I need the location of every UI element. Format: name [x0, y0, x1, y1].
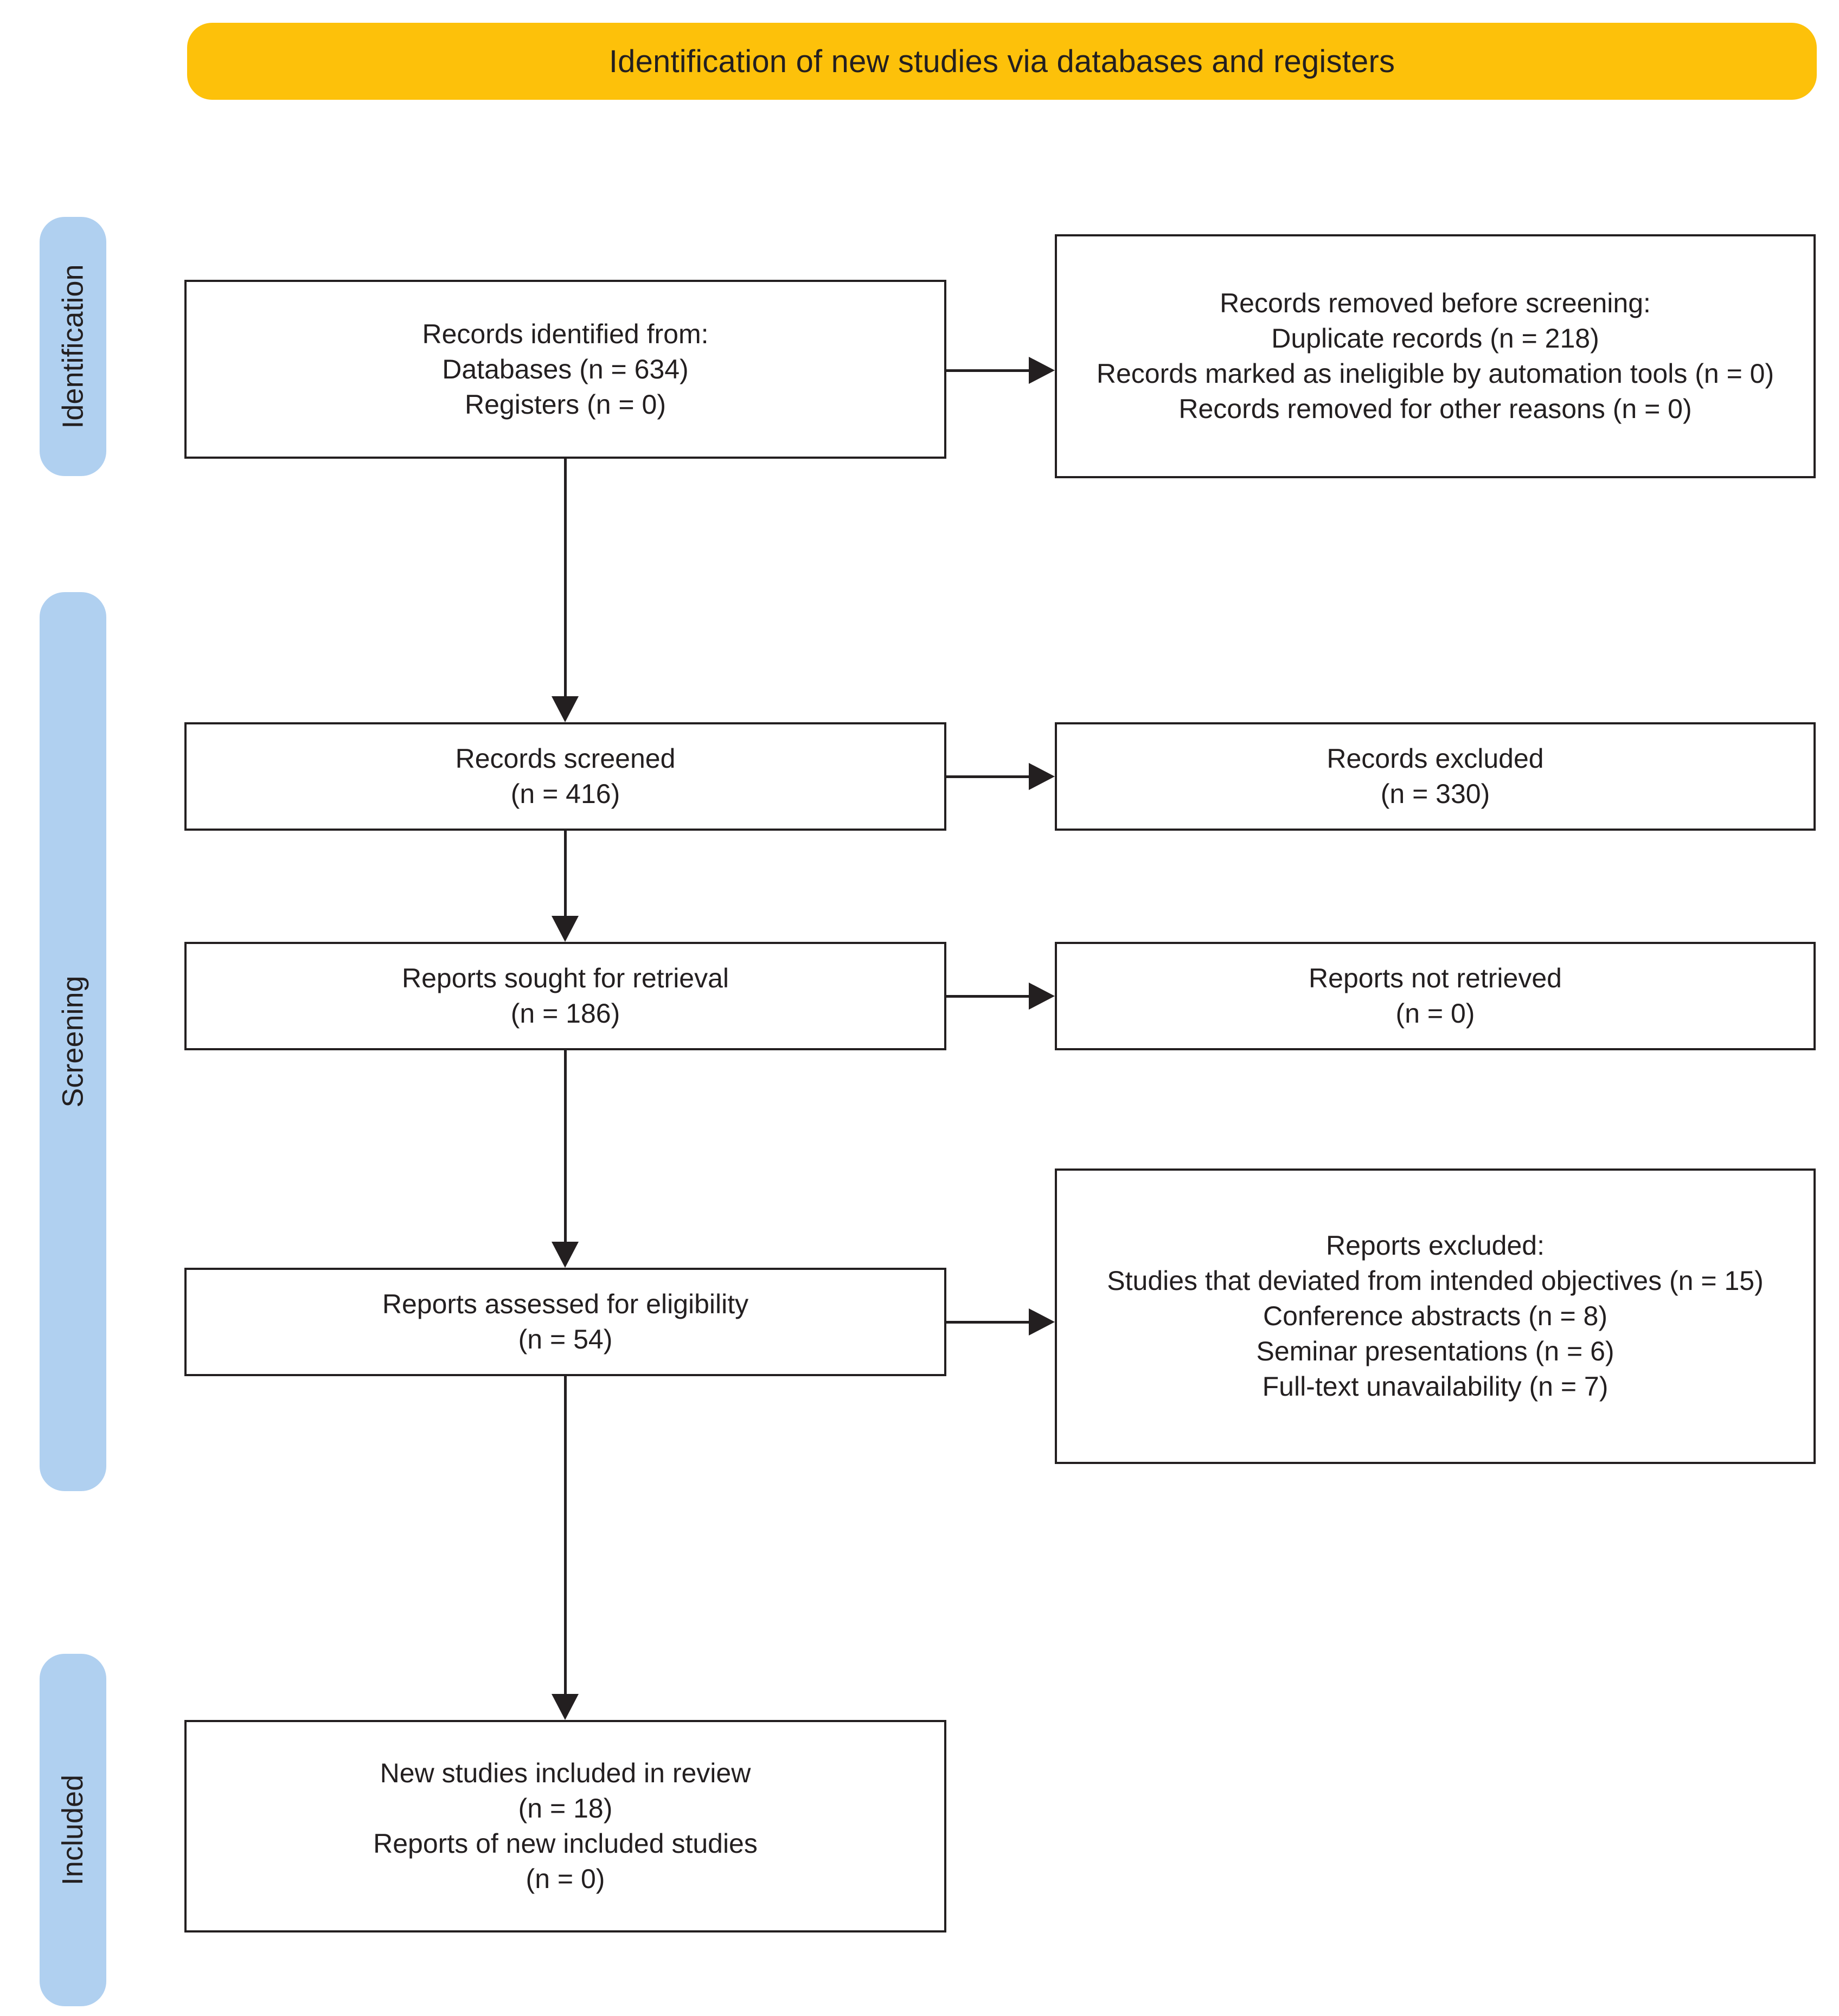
diagram-header-banner: Identification of new studies via databa…	[187, 23, 1817, 100]
box-line: New studies included in review	[380, 1758, 751, 1788]
box-line: Reports sought for retrieval	[401, 963, 729, 993]
box-line: Reports of new included studies	[373, 1828, 758, 1859]
stage-pill-identification: Identification	[40, 217, 106, 476]
box-line: Records removed before screening:	[1220, 288, 1651, 318]
stage-label-included: Included	[56, 1774, 89, 1886]
connector-identified-to-screened	[552, 459, 579, 722]
box-line: (n = 18)	[518, 1793, 613, 1824]
box-new-studies-included-in-review: New studies included in review (n = 18) …	[184, 1720, 946, 1932]
box-line: Full-text unavailability (n = 7)	[1262, 1371, 1609, 1402]
connector-screened-to-sought	[552, 831, 579, 942]
connector-sought-to-assessed	[552, 1050, 579, 1268]
box-line: (n = 0)	[526, 1864, 605, 1894]
box-line: (n = 186)	[510, 998, 620, 1029]
box-line: Records removed for other reasons (n = 0…	[1178, 394, 1692, 424]
box-line: Records excluded	[1327, 743, 1544, 774]
box-line: Records identified from:	[422, 318, 709, 349]
connector-assessed-to-reports-excluded	[946, 1308, 1055, 1336]
box-line: (n = 330)	[1380, 779, 1490, 809]
box-line: Databases (n = 634)	[442, 354, 689, 384]
box-line: Records marked as ineligible by automati…	[1096, 358, 1774, 389]
stage-pill-included: Included	[40, 1654, 106, 2006]
box-records-removed-before-screening: Records removed before screening: Duplic…	[1055, 234, 1816, 478]
diagram-title: Identification of new studies via databa…	[608, 43, 1395, 79]
box-line: Registers (n = 0)	[465, 389, 666, 420]
stage-pill-screening: Screening	[40, 592, 106, 1491]
box-line: (n = 54)	[518, 1324, 613, 1354]
box-line: Reports excluded:	[1325, 1230, 1545, 1261]
box-records-screened: Records screened (n = 416)	[184, 722, 946, 831]
box-records-excluded: Records excluded (n = 330)	[1055, 722, 1816, 831]
box-reports-sought-for-retrieval: Reports sought for retrieval (n = 186)	[184, 942, 946, 1050]
box-reports-not-retrieved: Reports not retrieved (n = 0)	[1055, 942, 1816, 1050]
box-line: (n = 416)	[510, 779, 620, 809]
box-reports-excluded: Reports excluded: Studies that deviated …	[1055, 1168, 1816, 1464]
stage-label-screening: Screening	[56, 975, 89, 1108]
box-line: Reports not retrieved	[1309, 963, 1562, 993]
box-records-identified: Records identified from: Databases (n = …	[184, 280, 946, 459]
box-reports-assessed-for-eligibility: Reports assessed for eligibility (n = 54…	[184, 1268, 946, 1376]
box-line: Seminar presentations (n = 6)	[1256, 1336, 1614, 1366]
box-line: (n = 0)	[1395, 998, 1475, 1029]
box-line: Reports assessed for eligibility	[382, 1289, 749, 1319]
box-line: Records screened	[455, 743, 676, 774]
connector-screened-to-records-excluded	[946, 763, 1055, 790]
connector-identified-to-removed	[946, 357, 1055, 384]
box-line: Duplicate records (n = 218)	[1271, 323, 1599, 354]
connector-assessed-to-included	[552, 1376, 579, 1720]
connector-sought-to-not-retrieved	[946, 983, 1055, 1010]
box-line: Studies that deviated from intended obje…	[1107, 1266, 1764, 1296]
stage-label-identification: Identification	[56, 264, 89, 429]
box-line: Conference abstracts (n = 8)	[1263, 1301, 1608, 1331]
